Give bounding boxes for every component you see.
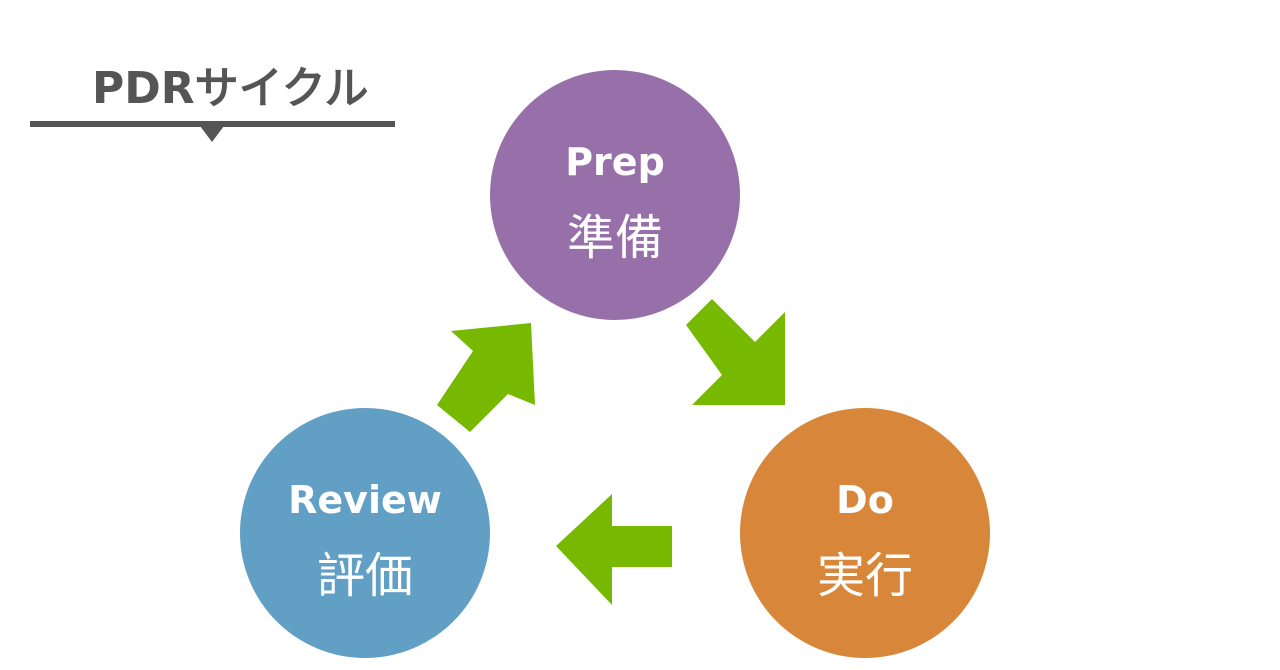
- node-prep-label-ja: 準備: [566, 210, 663, 266]
- title-pointer-icon: [200, 126, 224, 142]
- arrow-review-to-prep: [437, 323, 535, 432]
- page-title: PDRサイクル: [92, 63, 369, 114]
- node-review: Review 評価: [240, 408, 490, 658]
- arrow-do-to-review: [556, 494, 672, 605]
- node-review-label-en: Review: [288, 478, 442, 522]
- node-prep: Prep 準備: [490, 70, 740, 320]
- node-do-label-ja: 実行: [816, 548, 913, 604]
- node-do-label-en: Do: [836, 478, 894, 522]
- title-underline: [30, 121, 395, 127]
- arrow-prep-to-do: [686, 299, 785, 405]
- node-do: Do 実行: [740, 408, 990, 658]
- node-prep-label-en: Prep: [565, 140, 665, 184]
- node-review-label-ja: 評価: [316, 548, 413, 604]
